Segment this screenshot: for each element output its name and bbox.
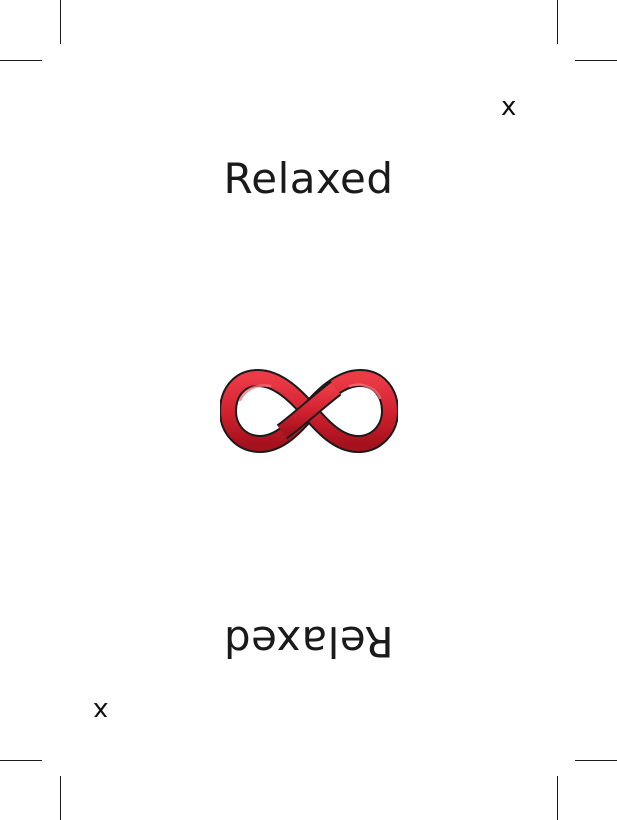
corner-index-top: x bbox=[501, 92, 517, 122]
infinity-icon bbox=[219, 366, 399, 456]
crop-mark-bottom-right-horizontal bbox=[575, 760, 617, 761]
crop-mark-top-right-vertical bbox=[557, 0, 558, 44]
crop-mark-top-left-horizontal bbox=[0, 60, 42, 61]
corner-index-bottom: x bbox=[93, 696, 109, 726]
card-title-inverted: Relaxed bbox=[223, 617, 394, 666]
crop-mark-top-left-vertical bbox=[60, 0, 61, 44]
card-title: Relaxed bbox=[223, 154, 394, 203]
crop-mark-bottom-left-vertical bbox=[60, 776, 61, 820]
crop-mark-bottom-left-horizontal bbox=[0, 760, 42, 761]
crop-mark-top-right-horizontal bbox=[575, 60, 617, 61]
crop-mark-bottom-right-vertical bbox=[557, 776, 558, 820]
